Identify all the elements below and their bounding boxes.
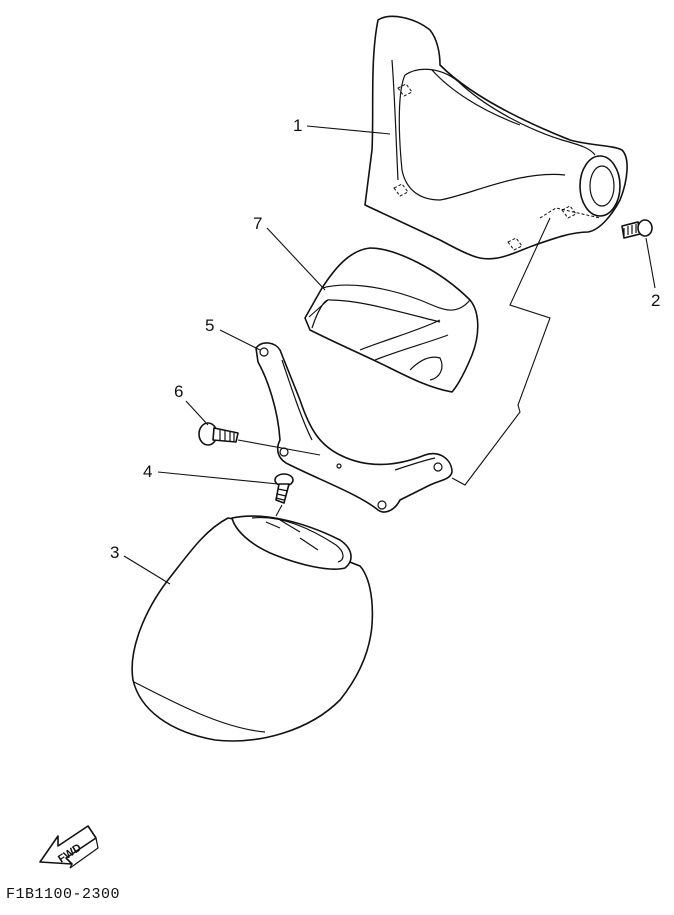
part-5-bracket <box>255 342 453 513</box>
part-1-handlebar-cover <box>364 15 628 260</box>
part-2-screw <box>621 219 653 239</box>
part-4-screw <box>274 473 294 504</box>
part-3-lower-cover <box>131 515 374 742</box>
part-6-bolt <box>198 422 239 446</box>
callout-4: 4 <box>143 462 152 481</box>
callout-2: 2 <box>651 291 660 310</box>
drawing-code: F1B1100-2300 <box>6 886 121 903</box>
callout-5: 5 <box>205 316 214 335</box>
connection-lines <box>237 217 551 517</box>
callout-7: 7 <box>253 214 262 233</box>
callout-1: 1 <box>293 116 302 135</box>
leader-lines <box>123 125 656 585</box>
part-7-inner-panel <box>304 247 479 393</box>
callout-6: 6 <box>174 382 183 401</box>
fwd-arrow-icon: FWD <box>39 825 99 869</box>
callout-3: 3 <box>110 543 119 562</box>
